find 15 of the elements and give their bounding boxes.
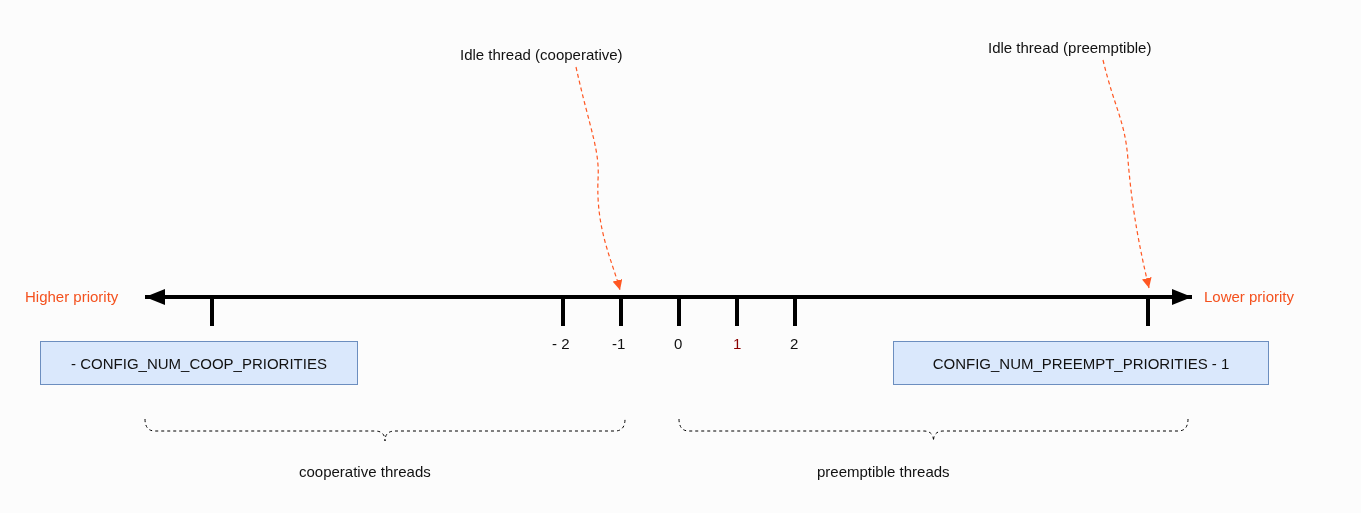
tick-label: - 2 (552, 335, 570, 352)
range-label: cooperative threads (299, 463, 431, 480)
axis-end-label: Higher priority (25, 288, 119, 305)
range-label: preemptible threads (817, 463, 950, 480)
callout-text: Idle thread (preemptible) (988, 39, 1152, 56)
parameter-box: - CONFIG_NUM_COOP_PRIORITIES (40, 341, 358, 385)
parameter-box: CONFIG_NUM_PREEMPT_PRIORITIES - 1 (893, 341, 1269, 385)
tick-label: -1 (612, 335, 626, 352)
callout-text: Idle thread (cooperative) (460, 46, 623, 63)
axis-end-label: Lower priority (1204, 288, 1295, 305)
tick-label: 2 (790, 335, 799, 352)
leader-arrow (1102, 59, 1152, 289)
leader-arrow (575, 66, 623, 291)
tick-label: 1 (733, 335, 742, 352)
tick-label: 0 (674, 335, 683, 352)
